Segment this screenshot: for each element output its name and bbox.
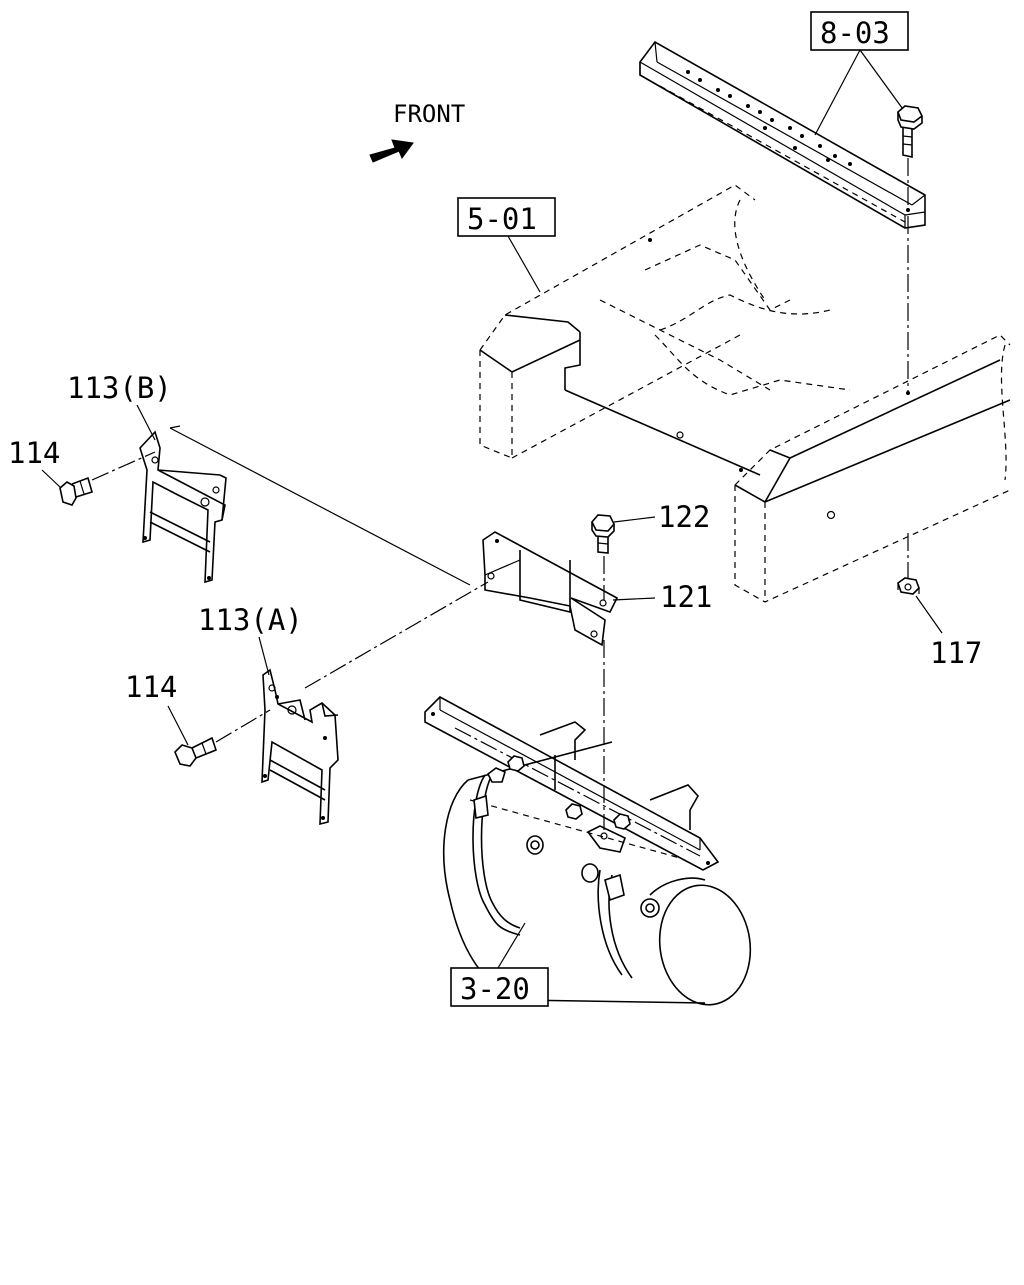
bolt-114-upper — [59, 476, 93, 506]
tank-assembly — [424, 696, 752, 1006]
part-label-113a: 113(A) — [198, 603, 303, 637]
bracket-113a — [261, 668, 339, 826]
plate-121 — [482, 531, 619, 647]
front-arrow-icon — [369, 139, 414, 163]
rail-bolt — [897, 105, 924, 158]
ref-box-3-20[interactable]: 3-20 — [450, 967, 549, 1007]
bolt-122 — [591, 514, 615, 554]
part-label-122: 122 — [658, 500, 710, 534]
bolt-114-lower — [174, 736, 217, 767]
part-label-114-lower: 114 — [125, 670, 177, 704]
cross-member-rail — [639, 40, 926, 229]
ref-label-5-01: 5-01 — [467, 202, 537, 236]
ref-box-5-01[interactable]: 5-01 — [457, 197, 556, 237]
bracket-113b — [139, 430, 227, 584]
part-label-117: 117 — [930, 636, 982, 670]
front-label: FRONT — [393, 100, 465, 128]
nut-117 — [897, 577, 920, 595]
part-label-121: 121 — [660, 580, 712, 614]
part-label-114-upper: 114 — [8, 436, 60, 470]
ref-box-8-03[interactable]: 8-03 — [810, 11, 909, 51]
part-label-113b: 113(B) — [67, 371, 172, 405]
chassis-frame — [479, 184, 1011, 603]
ref-label-3-20: 3-20 — [460, 972, 530, 1006]
ref-label-8-03: 8-03 — [820, 16, 890, 50]
